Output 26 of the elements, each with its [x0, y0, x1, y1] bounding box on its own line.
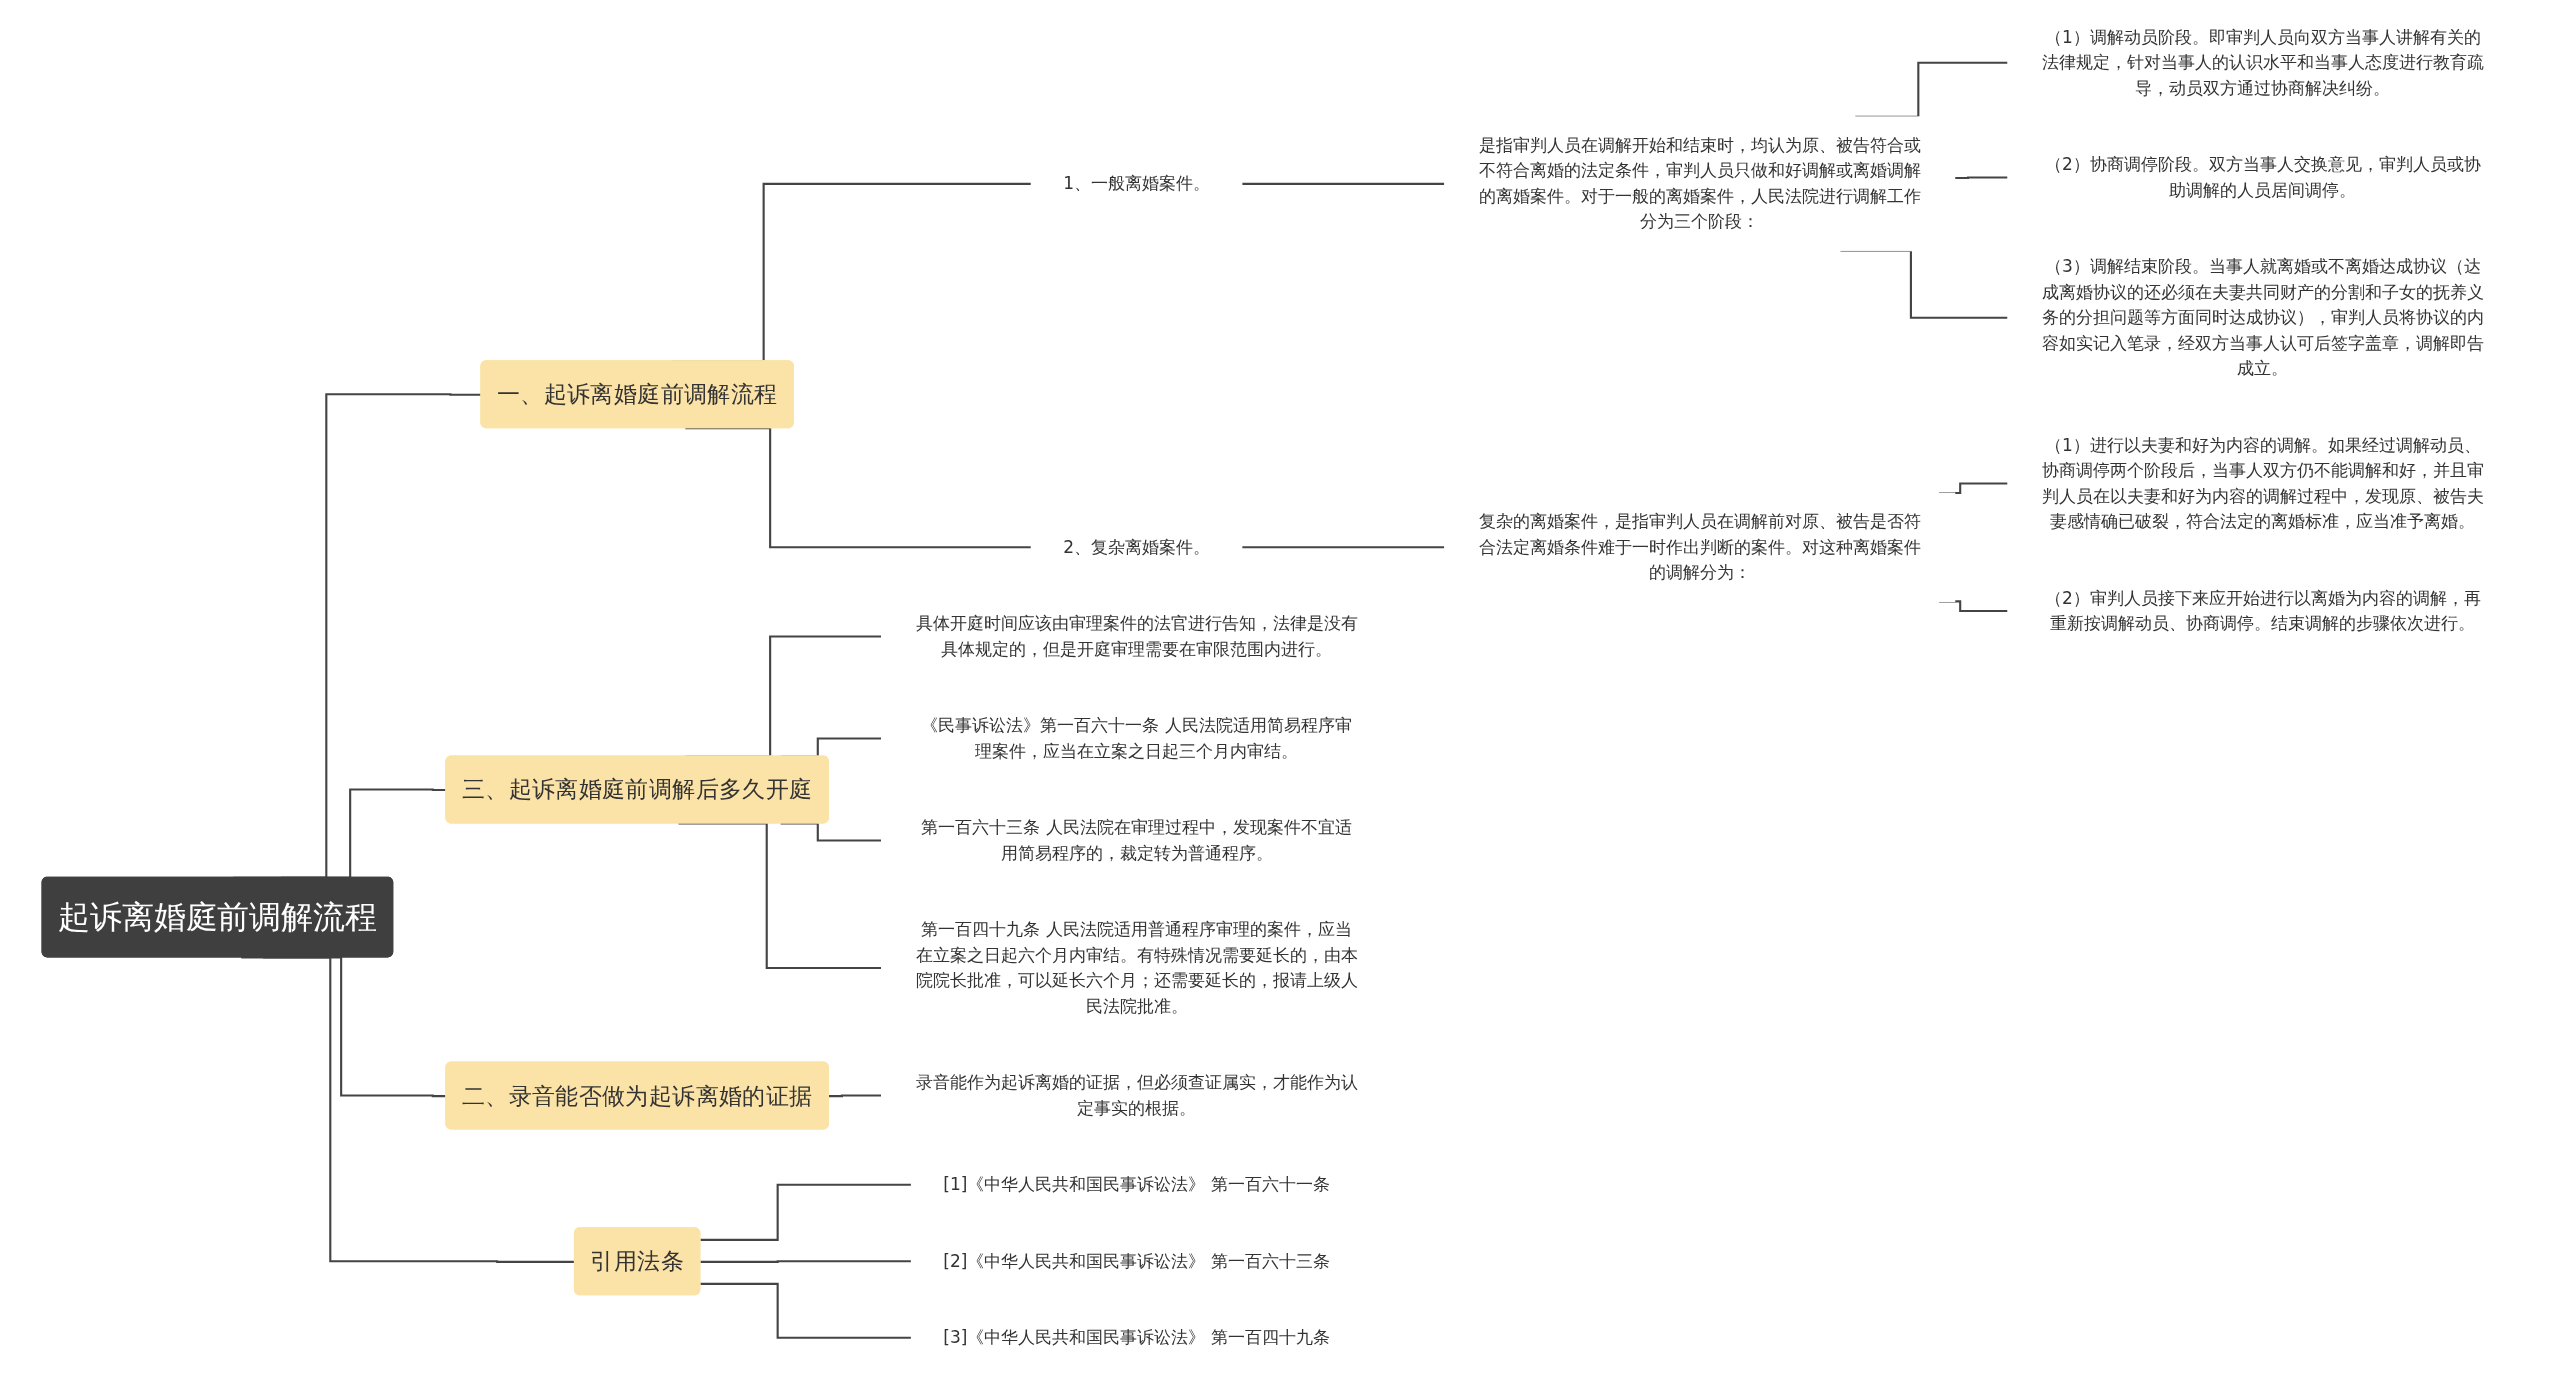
node-text: （1）进行以夫妻和好为内容的调解。如果经过调解动员、协商调停两个阶段后，当事人双方仍不能调解和好，并且审判人员在以夫妻和好为内容的调解过程中，发现原、被告夫妻感情确已破裂，符合法定的离婚标准，应当准予离婚。: [2041, 434, 2484, 532]
node-text: 1、一般离婚案件。: [1063, 173, 1210, 194]
connector: [780, 822, 882, 842]
connector: [678, 822, 882, 970]
connector: [1241, 182, 1445, 185]
node-text: [1]《中华人民共和国民事诉讼法》 第一百六十一条: [943, 1174, 1330, 1195]
node-text: （1）调解动员阶段。即审判人员向双方当事人讲解有关的法律规定，针对当事人的认识水平和当事人态度进行教育疏导，动员双方通过协商解决纠纷。: [2041, 26, 2484, 98]
node-text: （2）协商调停阶段。双方当事人交换意见，审判人员或协助调解的人员居间调停。: [2044, 154, 2481, 200]
connector: [685, 427, 1032, 549]
node-text: 第一百四十九条 人民法院适用普通程序审理的案件，应当在立案之日起六个月内审结。有特殊情况需要延长的，由本院院长批准，可以延长六个月；还需要延长的，报请上级人民法院批准。: [915, 919, 1358, 1016]
node-text: （3）调解结束阶段。当事人就离婚或不离婚达成协议（达成离婚协议的还必须在夫妻共同财产的分割和子女的抚养义务的分担问题等方面同时达成协议），审判人员将协议的内容如实记入笔录，经双方当事人认可后签字盖章，调解即告成立。: [2041, 256, 2484, 379]
node-text: 《民事诉讼法》第一百六十一条 人民法院适用简易程序审理案件，应当在立案之日起三个月内审结。: [921, 715, 1352, 761]
node-text: 录音能作为起诉离婚的证据，但必须查证属实，才能作为认定事实的根据。: [915, 1072, 1358, 1118]
connector: [700, 1183, 912, 1241]
node-text: （2）审判人员接下来应开始进行以离婚为内容的调解，再重新按调解动员、协商调停。结束调解的步骤依次进行。: [2044, 587, 2481, 634]
connector: [1954, 176, 2008, 180]
connector: [700, 1260, 912, 1263]
node-text: [2]《中华人民共和国民事诉讼法》 第一百六十三条: [943, 1250, 1330, 1271]
connector: [828, 1094, 882, 1098]
connector: [700, 1282, 912, 1339]
node-text: 2、复杂离婚案件。: [1063, 536, 1210, 557]
node-text: 具体开庭时间应该由审理案件的法官进行告知，法律是没有具体规定的，但是开庭审理需要在审限范围内进行。: [915, 613, 1358, 659]
node-text: 复杂的离婚案件，是指审判人员在调解前对原、被告是否符合法定离婚条件难于一时作出判断的案件。对这种离婚案件的调解分为：: [1478, 511, 1921, 583]
connector: [1241, 546, 1445, 549]
node-text: [3]《中华人民共和国民事诉讼法》 第一百四十九条: [943, 1327, 1330, 1348]
node-text: 第一百六十三条 人民法院在审理过程中，发现案件不宜适用简易程序的，裁定转为普通程序。: [921, 817, 1352, 863]
